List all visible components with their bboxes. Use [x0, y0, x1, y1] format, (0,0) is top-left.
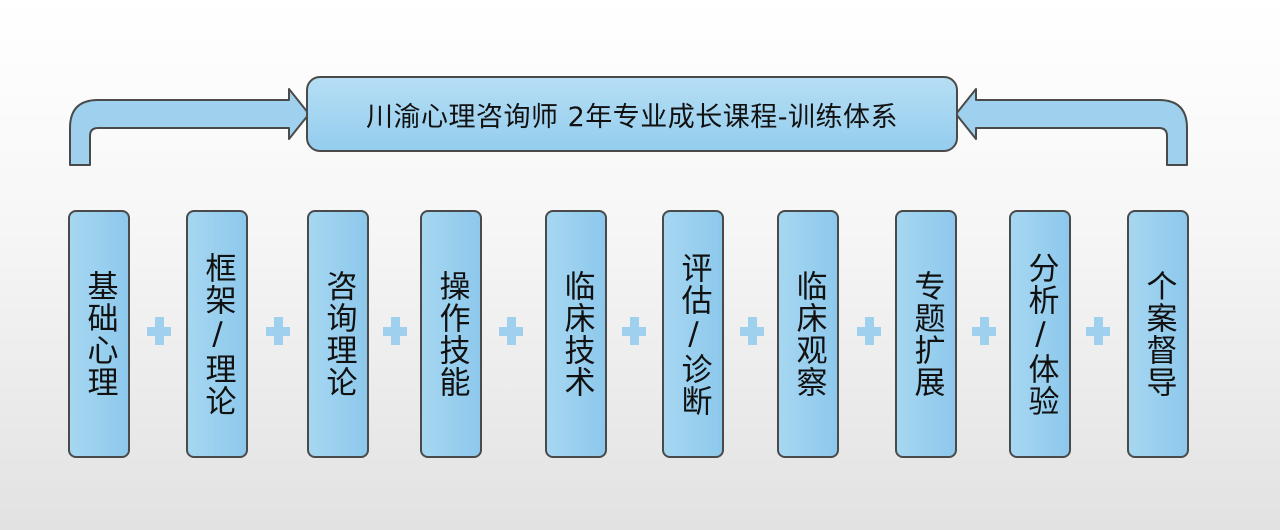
column-label: 临床技术: [558, 270, 595, 398]
column-label: 分析/体验: [1022, 251, 1059, 417]
plus-icon: [622, 313, 646, 349]
plus-icon: [1086, 313, 1110, 349]
plus-icon: [499, 313, 523, 349]
column-label: 专题扩展: [908, 270, 945, 398]
plus-icon: [857, 313, 881, 349]
title-box: 川渝心理咨询师 2年专业成长课程-训练体系: [306, 76, 958, 152]
column-label: 评估/诊断: [675, 251, 712, 417]
column-label: 临床观察: [790, 270, 827, 398]
plus-icon: [740, 313, 764, 349]
column-box: 个案督导: [1127, 210, 1189, 458]
plus-icon: [266, 313, 290, 349]
left-bent-arrow: [69, 88, 310, 166]
column-box: 临床观察: [777, 210, 839, 458]
column-box: 基础心理: [68, 210, 130, 458]
column-box: 评估/诊断: [662, 210, 724, 458]
column-label: 个案督导: [1140, 270, 1177, 398]
column-box: 临床技术: [545, 210, 607, 458]
plus-icon: [383, 313, 407, 349]
diagram-title: 川渝心理咨询师 2年专业成长课程-训练体系: [365, 101, 898, 133]
column-box: 框架/理论: [186, 210, 248, 458]
plus-icon: [972, 313, 996, 349]
column-label: 基础心理: [81, 270, 118, 398]
column-box: 操作技能: [420, 210, 482, 458]
column-label: 操作技能: [433, 270, 470, 398]
column-label: 咨询理论: [320, 270, 357, 398]
column-label: 框架/理论: [199, 251, 236, 417]
right-bent-arrow: [955, 88, 1188, 166]
plus-icon: [147, 313, 171, 349]
column-box: 专题扩展: [895, 210, 957, 458]
column-box: 分析/体验: [1009, 210, 1071, 458]
column-box: 咨询理论: [307, 210, 369, 458]
